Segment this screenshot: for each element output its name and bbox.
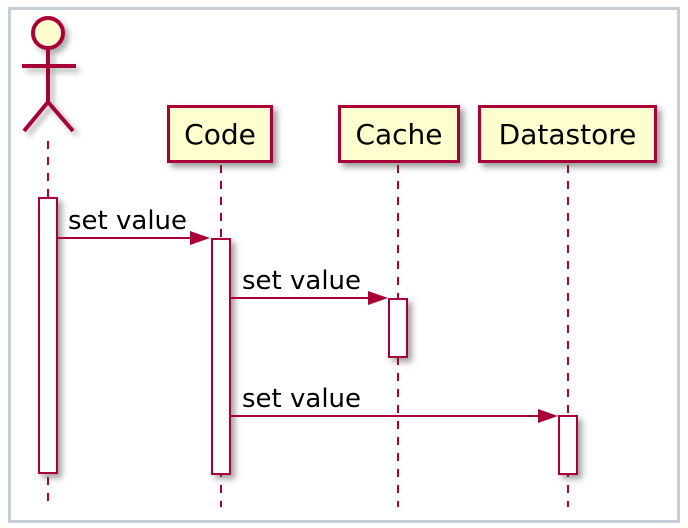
actor-icon (22, 16, 76, 133)
activation-bar-cache (388, 298, 408, 358)
arrowhead-icon (538, 409, 558, 423)
message-label: set value (242, 384, 362, 414)
participant-box-cache: Cache (338, 105, 460, 163)
actor-head (31, 16, 65, 50)
message-arrow-2 (231, 291, 388, 305)
arrowhead-icon (368, 291, 388, 305)
message-arrow-1 (58, 231, 210, 245)
message-label: set value (242, 266, 362, 296)
activation-bar-code (211, 238, 231, 475)
participant-label: Datastore (498, 117, 637, 151)
participant-label: Cache (355, 117, 443, 151)
activation-bar-actor (38, 197, 58, 474)
participant-box-datastore: Datastore (478, 105, 657, 163)
participant-label: Code (184, 117, 256, 151)
arrowhead-icon (190, 231, 210, 245)
activation-bar-datastore (558, 415, 578, 475)
participant-box-code: Code (167, 105, 273, 163)
message-arrow-3 (231, 409, 558, 423)
message-label: set value (68, 206, 188, 236)
